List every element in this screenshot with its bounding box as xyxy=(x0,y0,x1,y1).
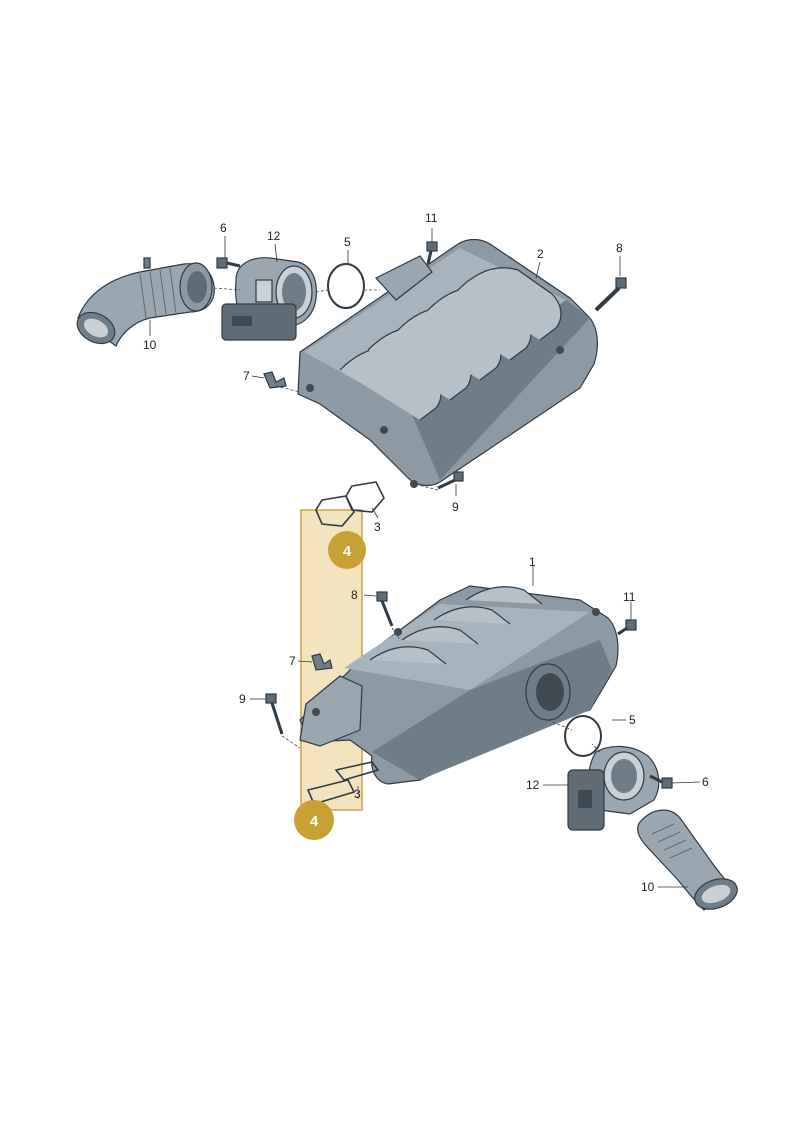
callout-5-upper: 5 xyxy=(344,235,351,249)
callout-12-upper: 12 xyxy=(267,229,281,243)
lower-assembly: 1 8 11 7 9 5 3 12 6 10 xyxy=(239,555,738,911)
callout-7-upper: 7 xyxy=(243,369,250,383)
intake-manifold-lower xyxy=(299,585,619,785)
bolt-8-upper xyxy=(594,277,627,312)
clip-7-upper xyxy=(263,371,287,389)
bolt-11-lower xyxy=(617,619,637,636)
part-4-badge-top: 4 xyxy=(328,531,366,569)
gasket-3-upper xyxy=(315,481,385,527)
screw-6-upper xyxy=(216,257,241,269)
o-ring-5-upper xyxy=(327,263,365,309)
bolt-9-upper xyxy=(437,471,464,490)
throttle-body-upper xyxy=(221,257,317,341)
intake-manifold-upper xyxy=(297,238,598,488)
o-ring-5-lower xyxy=(564,715,602,757)
callout-10-lower: 10 xyxy=(641,880,655,894)
svg-text:4: 4 xyxy=(310,813,319,830)
callout-10-upper: 10 xyxy=(143,338,157,352)
clip-7-lower xyxy=(311,653,333,671)
callout-11-upper: 11 xyxy=(425,211,438,225)
air-hose-lower xyxy=(637,809,738,911)
bolt-9-lower xyxy=(265,693,284,735)
callout-8-upper: 8 xyxy=(616,241,623,255)
callout-9-upper: 9 xyxy=(452,500,459,514)
callout-2-upper: 2 xyxy=(537,247,544,261)
callout-6-upper: 6 xyxy=(220,221,227,235)
callout-11-lower: 11 xyxy=(623,590,636,604)
callout-8-lower: 8 xyxy=(351,588,358,602)
gasket-3-lower xyxy=(306,761,380,805)
throttle-body-lower xyxy=(567,745,660,831)
callout-3-lower: 3 xyxy=(354,787,361,801)
callout-7-lower: 7 xyxy=(289,654,296,668)
upper-assembly: 6 12 5 11 2 8 10 7 9 3 xyxy=(76,211,627,534)
callout-1-lower: 1 xyxy=(529,555,536,569)
callout-6-lower: 6 xyxy=(702,775,709,789)
callout-3-upper: 3 xyxy=(374,520,381,534)
air-hose-upper xyxy=(76,257,215,347)
callout-9-lower: 9 xyxy=(239,692,246,706)
svg-text:4: 4 xyxy=(343,543,352,560)
part-4-badge-bottom: 4 xyxy=(294,800,334,840)
callout-12-lower: 12 xyxy=(526,778,540,792)
callout-5-lower: 5 xyxy=(629,713,636,727)
bolt-8-lower xyxy=(376,591,394,627)
